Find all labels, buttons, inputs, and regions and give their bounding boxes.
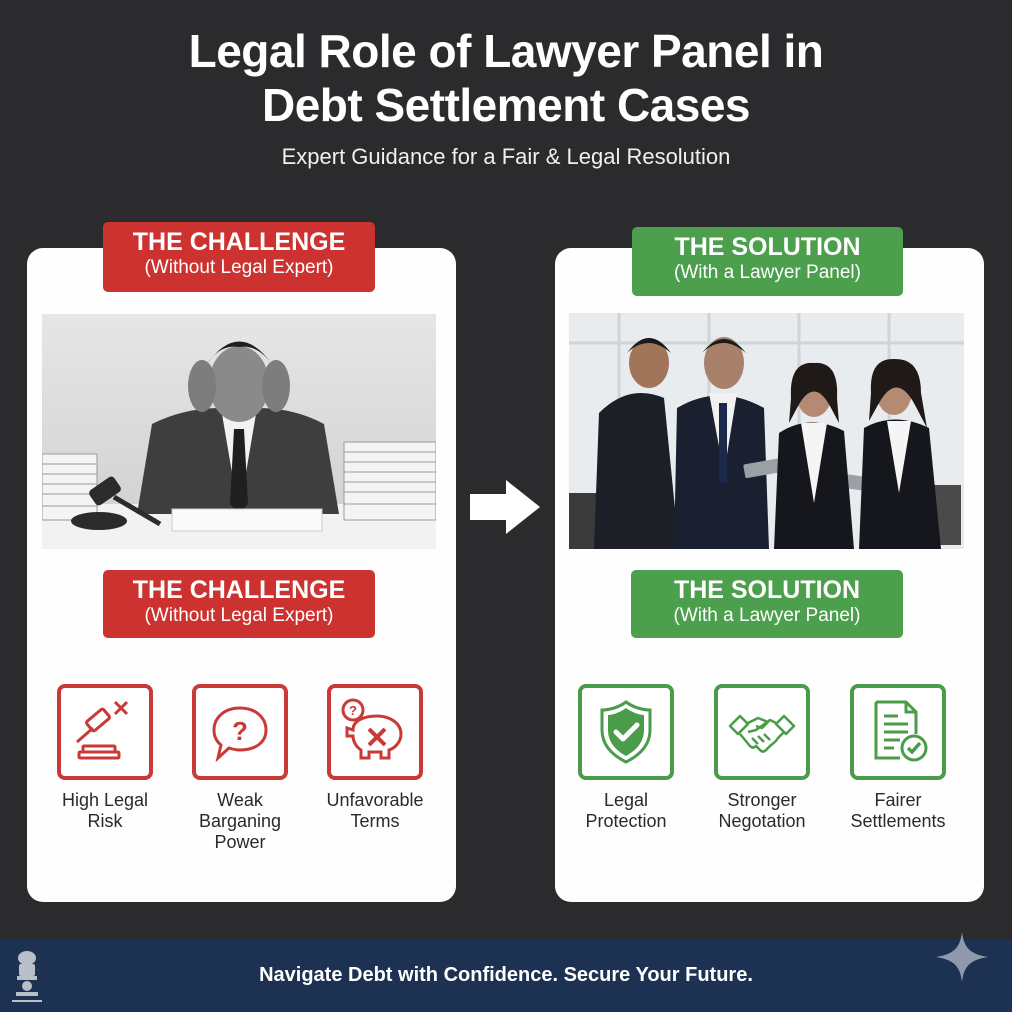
unfavorable-terms-label: Unfavorable Terms	[326, 790, 424, 831]
title-line-1: Legal Role of Lawyer Panel in	[188, 25, 824, 77]
svg-text:?: ?	[349, 703, 357, 718]
lawyer-team-photo	[569, 313, 964, 549]
document-check-icon	[874, 700, 928, 762]
solution-badge-middle: THE SOLUTION (With a Lawyer Panel)	[631, 570, 903, 638]
right-arrow-icon	[470, 480, 540, 534]
stronger-negotiation-label: Stronger Negotation	[718, 790, 806, 831]
high-legal-risk-label: High Legal Risk	[61, 790, 149, 831]
fairer-settlements-label: Fairer Settlements	[850, 790, 946, 831]
sparkle-icon	[936, 932, 988, 982]
legal-protection-icon-box	[578, 684, 674, 780]
piggybank-x-icon: ?	[341, 698, 403, 760]
unfavorable-terms-icon-box: ?	[327, 684, 423, 780]
shield-check-icon	[600, 700, 652, 764]
solution-badge-title: THE SOLUTION	[673, 576, 861, 604]
solution-badge-subtitle: (With a Lawyer Panel)	[674, 262, 861, 283]
solution-badge-top: THE SOLUTION (With a Lawyer Panel)	[632, 227, 903, 296]
solution-badge-title: THE SOLUTION	[674, 233, 861, 261]
challenge-card: THE CHALLENGE (Without Legal Expert) THE…	[27, 222, 456, 902]
page-subtitle: Expert Guidance for a Fair & Legal Resol…	[281, 144, 731, 169]
challenge-badge-top: THE CHALLENGE (Without Legal Expert)	[103, 222, 375, 292]
challenge-badge-subtitle: (Without Legal Expert)	[144, 257, 334, 278]
stronger-negotiation-icon-box	[714, 684, 810, 780]
handshake-icon	[728, 714, 796, 753]
weak-bargaining-icon-box: ?	[192, 684, 288, 780]
solution-badge-subtitle: (With a Lawyer Panel)	[673, 605, 861, 626]
footer-banner: Navigate Debt with Confidence. Secure Yo…	[0, 940, 1012, 1012]
weak-bargaining-label: Weak Barganing Power	[198, 790, 282, 852]
challenge-badge-title: THE CHALLENGE	[132, 576, 346, 604]
fairer-settlements-icon-box	[850, 684, 946, 780]
high-legal-risk-icon-box	[57, 684, 153, 780]
legal-protection-label: Legal Protection	[585, 790, 667, 831]
page-title: Legal Role of Lawyer Panel in Debt Settl…	[0, 24, 1012, 132]
challenge-badge-title: THE CHALLENGE	[132, 228, 346, 256]
stressed-man-photo	[42, 314, 436, 549]
national-emblem-icon	[12, 951, 42, 1002]
footer-tagline: Navigate Debt with Confidence. Secure Yo…	[259, 964, 753, 986]
title-line-2: Debt Settlement Cases	[262, 79, 751, 131]
challenge-badge-subtitle: (Without Legal Expert)	[144, 605, 334, 626]
solution-card: THE SOLUTION (With a Lawyer Panel) THE S…	[555, 227, 984, 902]
svg-text:?: ?	[232, 716, 248, 746]
challenge-badge-middle: THE CHALLENGE (Without Legal Expert)	[103, 570, 375, 638]
gavel-x-icon	[76, 700, 129, 760]
speech-question-icon: ?	[212, 706, 268, 763]
